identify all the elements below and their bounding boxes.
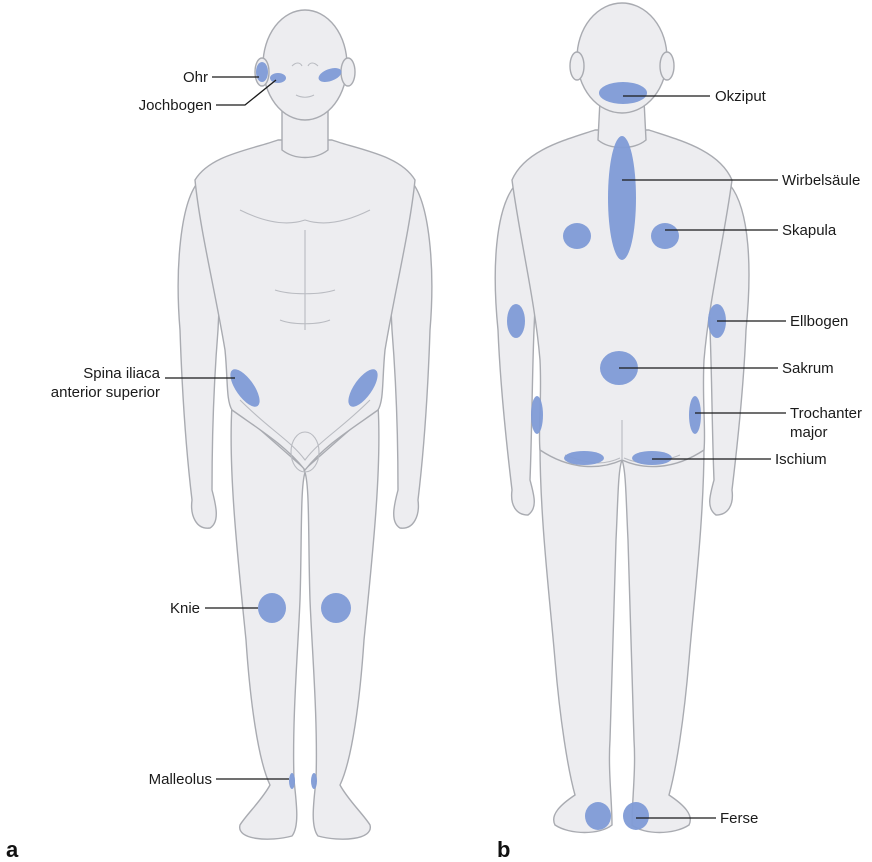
label-jochbogen: Jochbogen [139,97,212,114]
marker-trochanter-left [531,396,543,434]
marker-malleolus-right [311,773,317,789]
label-wirbelsaeule: Wirbelsäule [782,172,860,189]
marker-ferse-right [623,802,649,830]
marker-ohr [256,62,268,82]
marker-knie-right [321,593,351,623]
marker-trochanter-right [689,396,701,434]
panel-letter-a: a [6,837,19,862]
label-ellbogen: Ellbogen [790,313,848,330]
marker-ischium-left [564,451,604,465]
marker-ferse-left [585,802,611,830]
label-knie: Knie [170,600,200,617]
panel-letter-b: b [497,837,510,862]
label-trochanter-line2: major [790,424,828,441]
marker-okziput [599,82,647,104]
marker-skapula-left [563,223,591,249]
label-spina-line1: Spina iliaca [83,365,160,382]
marker-ellbogen-left [507,304,525,338]
label-okziput: Okziput [715,88,767,105]
label-ferse: Ferse [720,810,758,827]
label-ohr: Ohr [183,69,208,86]
marker-jochbogen-left [270,73,286,83]
front-body [178,10,432,839]
marker-malleolus-left [289,773,295,789]
label-trochanter-line1: Trochanter [790,405,862,422]
label-spina-line2: anterior superior [51,384,160,401]
label-sakrum: Sakrum [782,360,834,377]
marker-ischium-right [632,451,672,465]
marker-wirbelsaeule [608,136,636,260]
label-skapula: Skapula [782,222,837,239]
label-ischium: Ischium [775,451,827,468]
label-malleolus: Malleolus [149,771,212,788]
marker-skapula-right [651,223,679,249]
marker-knie-left [258,593,286,623]
